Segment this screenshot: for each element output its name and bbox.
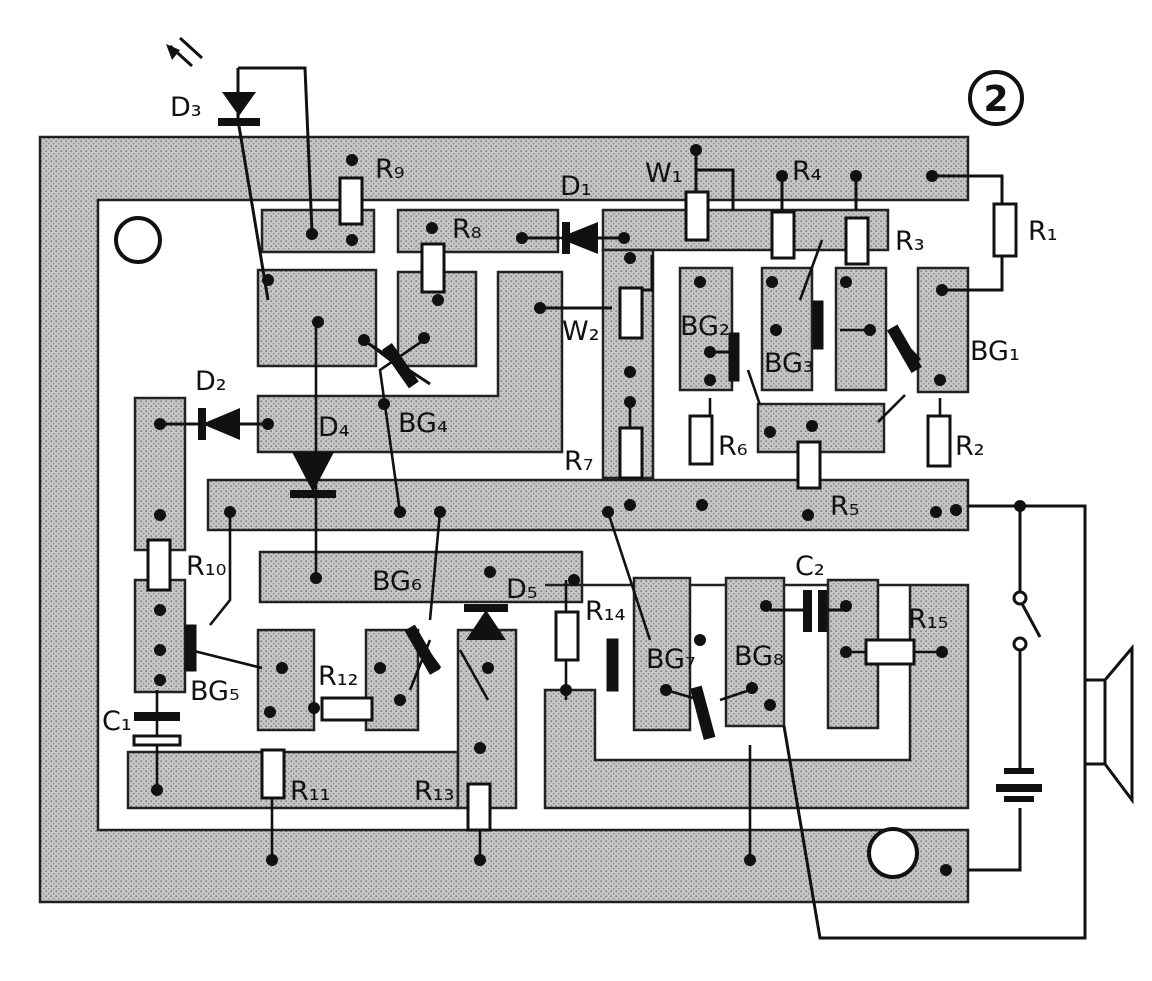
resistor-r9: [338, 176, 364, 226]
label-bg3: BG₃: [764, 348, 814, 379]
label-r4: R₄: [792, 156, 822, 187]
label-r12: R₁₂: [318, 661, 358, 692]
label-d1: D₁: [560, 171, 592, 202]
label-bg8: BG₈: [734, 641, 784, 672]
resistor-r7: [618, 426, 644, 480]
solder-points: [151, 144, 1026, 876]
label-d3: D₃: [170, 92, 202, 123]
label-r3: R₃: [895, 226, 925, 257]
label-bg7: BG₇: [646, 644, 696, 675]
label-bg6: BG₆: [372, 566, 422, 597]
resistor-r6: [688, 414, 714, 466]
battery: [996, 768, 1042, 802]
capacitor-c1: [132, 712, 182, 747]
diode-d5: [464, 604, 508, 640]
transistor-bg4: [359, 336, 431, 389]
label-r13: R₁₃: [414, 776, 454, 807]
resistor-r4: [770, 210, 796, 260]
label-r9: R₉: [375, 154, 405, 185]
transistor-bg1: [886, 324, 922, 373]
resistor-r15: [864, 638, 916, 666]
label-r14: R₁₄: [585, 596, 625, 627]
resistor-r10: [146, 538, 172, 592]
label-bg4: BG₄: [398, 408, 448, 439]
label-r7: R₇: [564, 446, 594, 477]
label-w2: W₂: [562, 316, 600, 347]
resistor-r2: [926, 414, 952, 468]
label-r1: R₁: [1028, 216, 1058, 247]
figure-number: 2: [983, 79, 1008, 120]
resistor-r8: [420, 242, 446, 294]
lower-pads: [126, 576, 970, 810]
resistors: [146, 176, 1018, 832]
resistor-r14: [554, 610, 580, 662]
speaker: [1083, 643, 1134, 805]
label-d5: D₅: [506, 574, 538, 605]
board-ground-frame: [38, 135, 970, 904]
transistors: [184, 300, 922, 740]
label-r15: R₁₅: [908, 604, 948, 635]
label-r6: R₆: [718, 431, 748, 462]
resistor-r11: [260, 748, 286, 800]
label-r10: R₁₀: [186, 551, 226, 582]
component-labels: D₃ R₉ D₁ W₁ R₄ R₈ R₃ R₁ W₂ BG₂ BG₃ BG₁ D…: [102, 92, 1058, 807]
mounting-hole-bottom-right: [867, 827, 919, 879]
resistor-r3: [844, 216, 870, 266]
resistor-w2: [618, 286, 644, 340]
label-c2: C₂: [795, 551, 825, 582]
label-w1: W₁: [645, 158, 683, 189]
diode-d3: [166, 36, 260, 126]
label-d4: D₄: [318, 412, 350, 443]
mounting-hole-top-left: [114, 216, 162, 264]
label-bg1: BG₁: [970, 336, 1020, 367]
resistor-r5: [796, 440, 822, 490]
transistor-bg5: [184, 624, 197, 672]
resistor-r13: [466, 782, 492, 832]
resistor-r1: [992, 202, 1018, 258]
power-switch: [1012, 590, 1028, 652]
middle-pads: [133, 396, 970, 694]
transistor-bg3: [812, 300, 824, 350]
transistor-bg8: [690, 685, 716, 740]
diode-d4: [290, 452, 336, 498]
resistor-w1: [684, 190, 710, 242]
label-d2: D₂: [195, 366, 227, 397]
transistor-bg7: [606, 638, 619, 692]
label-r5: R₅: [830, 491, 860, 522]
figure-number-circle: [968, 70, 1024, 126]
label-c1: C₁: [102, 706, 132, 737]
label-r2: R₂: [955, 431, 985, 462]
label-r8: R₈: [452, 214, 482, 245]
diodes: [160, 36, 625, 640]
label-bg5: BG₅: [190, 676, 240, 707]
transistor-bg6: [404, 624, 442, 675]
label-r11: R₁₁: [290, 776, 330, 807]
resistor-r12: [320, 696, 374, 722]
label-bg2: BG₂: [680, 311, 730, 342]
